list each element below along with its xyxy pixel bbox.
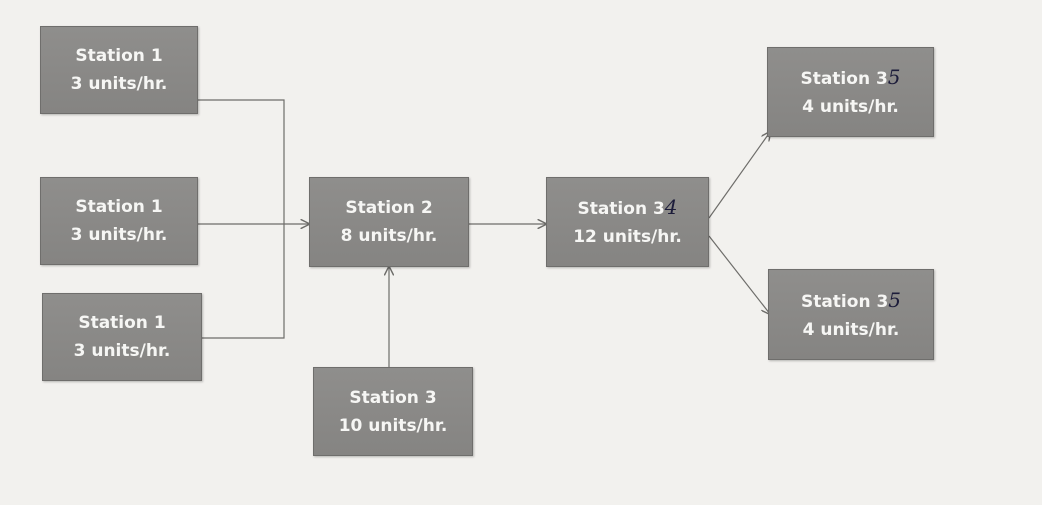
station-box: Station 3 10 units/hr. [313,367,473,456]
handwritten-correction: 4 [664,195,678,219]
station-rate: 3 units/hr. [70,74,168,94]
station-name-line: Station 35 [768,63,933,93]
station-rate: 3 units/hr. [70,225,168,245]
station-box: Station 35 4 units/hr. [768,269,934,360]
station-rate: 8 units/hr. [340,226,438,246]
station-box: Station 34 12 units/hr. [546,177,709,267]
station-rate: 10 units/hr. [338,415,448,436]
station-name: Station 1 [75,46,163,66]
station-name: Station 3 [800,291,889,312]
station-name: Station 3 [577,199,665,219]
station-box: Station 1 3 units/hr. [40,177,198,265]
station-rate: 4 units/hr. [802,97,899,117]
station-rate: 12 units/hr. [573,227,682,247]
connector-s4-to-s5-top [708,132,770,219]
station-name: Station 1 [75,197,163,217]
connector-s1a-merge [198,99,285,339]
station-name-line: Station 34 [547,193,708,223]
station-rate: 4 units/hr. [802,319,900,340]
station-name: Station 1 [78,313,166,333]
station-box: Station 1 3 units/hr. [42,293,202,381]
handwritten-correction: 5 [887,65,901,89]
station-name-line: Station 35 [769,286,933,316]
station-rate: 3 units/hr. [73,341,171,361]
station-box: Station 1 3 units/hr. [40,26,198,114]
handwritten-correction: 5 [888,287,902,312]
station-name: Station 3 [800,69,888,89]
station-name: Station 3 [349,387,437,408]
connector-s4-to-s5-bottom [708,235,770,314]
station-box: Station 35 4 units/hr. [767,47,934,137]
station-box: Station 2 8 units/hr. [309,177,469,267]
station-name: Station 2 [345,198,433,218]
